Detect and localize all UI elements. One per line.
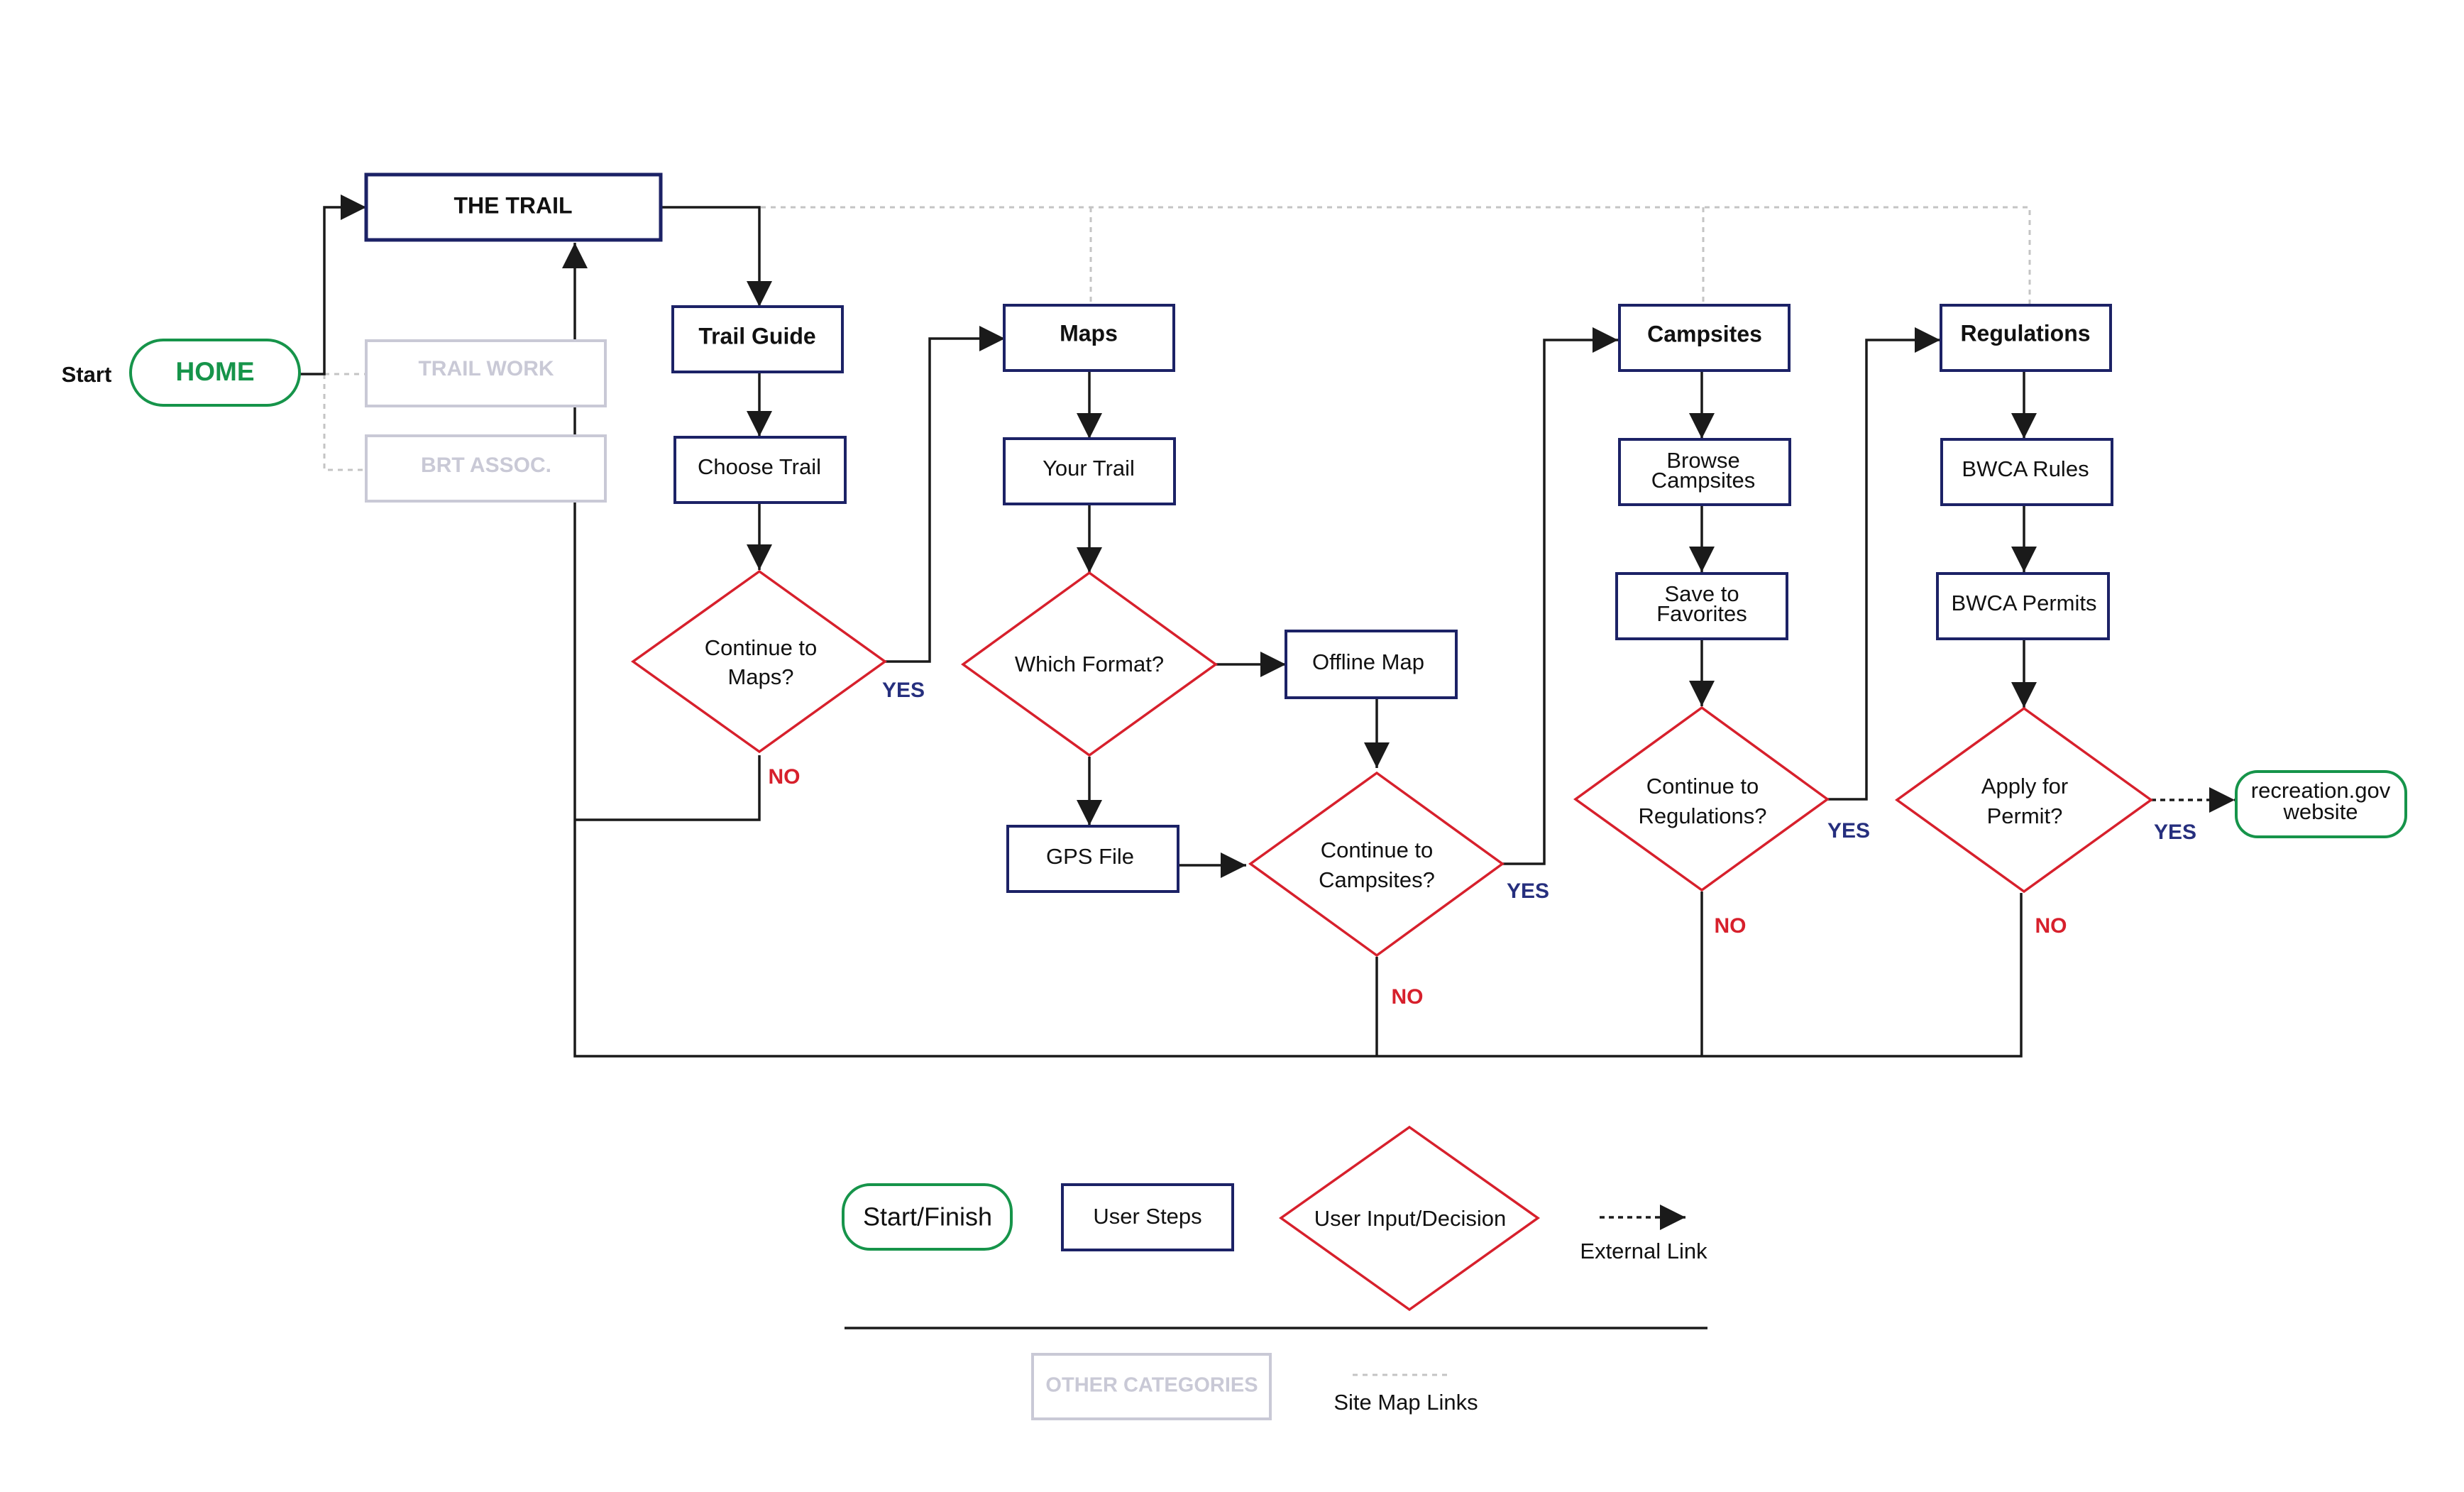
legend: Start/Finish User Steps User Input/Decis…: [842, 1125, 1707, 1420]
regulations-label: Regulations: [1960, 320, 2090, 346]
continue-maps-no: NO: [769, 765, 801, 789]
gps-file-step[interactable]: GPS File: [1006, 825, 1179, 893]
the-trail-label: THE TRAIL: [453, 192, 572, 218]
apply-permit-yes: YES: [2154, 821, 2196, 844]
continue-maps-decision[interactable]: Continue to Maps?: [630, 569, 888, 754]
legend-user-steps-label: User Steps: [1093, 1204, 1201, 1229]
bwca-permits-label: BWCA Permits: [1952, 591, 2097, 615]
brt-assoc-label: BRT ASSOC.: [421, 454, 551, 477]
campsites-label: Campsites: [1647, 321, 1762, 346]
browse-campsites-step[interactable]: Browse Campsites: [1618, 438, 1791, 506]
legend-other-categories: OTHER CATEGORIES: [1031, 1353, 1272, 1420]
brt-assoc-category[interactable]: BRT ASSOC.: [365, 434, 607, 503]
legend-user-steps: User Steps: [1061, 1183, 1234, 1251]
trail-guide-step[interactable]: Trail Guide: [671, 305, 844, 373]
trail-guide-label: Trail Guide: [698, 323, 815, 349]
legend-start-finish: Start/Finish: [842, 1183, 1013, 1251]
continue-maps-yes: YES: [882, 679, 925, 702]
continue-campsites-line1: Continue to: [1321, 838, 1434, 862]
choose-trail-step[interactable]: Choose Trail: [673, 436, 847, 504]
legend-external-link: External Link: [1580, 1205, 1707, 1263]
regulations-step[interactable]: Regulations: [1940, 304, 2112, 372]
which-format-decision[interactable]: Which Format?: [961, 571, 1218, 757]
bwca-permits-step[interactable]: BWCA Permits: [1936, 572, 2110, 640]
maps-label: Maps: [1060, 320, 1118, 346]
continue-regulations-no: NO: [1715, 914, 1747, 938]
continue-maps-line2: Maps?: [727, 664, 793, 689]
trail-work-label: TRAIL WORK: [418, 357, 554, 380]
continue-regulations-line1: Continue to: [1646, 774, 1759, 799]
continue-campsites-line2: Campsites?: [1319, 867, 1435, 892]
save-favorites-step[interactable]: Save to Favorites: [1615, 572, 1788, 640]
recreation-gov-line1: recreation.gov: [2251, 778, 2391, 803]
home-label: HOME: [176, 357, 255, 386]
your-trail-label: Your Trail: [1043, 456, 1135, 481]
legend-decision-label: User Input/Decision: [1314, 1206, 1507, 1231]
apply-permit-line1: Apply for: [1981, 774, 2068, 799]
continue-campsites-yes: YES: [1507, 879, 1549, 903]
recreation-gov-line2: website: [2282, 799, 2358, 824]
legend-site-map-label: Site Map Links: [1333, 1390, 1478, 1415]
bwca-rules-step[interactable]: BWCA Rules: [1940, 438, 2113, 506]
offline-map-step[interactable]: Offline Map: [1285, 630, 1458, 699]
browse-campsites-line2: Campsites: [1651, 468, 1755, 493]
continue-maps-line1: Continue to: [705, 635, 818, 660]
legend-site-map-links: Site Map Links: [1333, 1373, 1478, 1415]
bwca-rules-label: BWCA Rules: [1962, 456, 2089, 481]
offline-map-label: Offline Map: [1312, 649, 1424, 674]
home-terminal[interactable]: HOME: [129, 339, 301, 407]
continue-campsites-no: NO: [1392, 985, 1424, 1009]
the-trail-step[interactable]: THE TRAIL: [364, 172, 663, 242]
legend-other-categories-label: OTHER CATEGORIES: [1045, 1374, 1258, 1397]
gps-file-label: GPS File: [1046, 844, 1134, 869]
save-favorites-line2: Favorites: [1656, 601, 1747, 626]
continue-campsites-decision[interactable]: Continue to Campsites?: [1248, 771, 1505, 958]
maps-step[interactable]: Maps: [1003, 304, 1175, 372]
flow-connectors: [300, 194, 2235, 1058]
legend-external-label: External Link: [1580, 1239, 1707, 1263]
choose-trail-label: Choose Trail: [698, 454, 821, 479]
which-format-label: Which Format?: [1015, 652, 1164, 676]
apply-permit-line2: Permit?: [1987, 803, 2063, 828]
trail-work-category[interactable]: TRAIL WORK: [365, 339, 607, 407]
continue-regulations-yes: YES: [1827, 819, 1870, 843]
browse-campsites-line1: Browse: [1666, 448, 1739, 473]
apply-permit-decision[interactable]: Apply for Permit?: [1895, 706, 2153, 894]
campsites-step[interactable]: Campsites: [1618, 304, 1791, 372]
legend-decision: User Input/Decision: [1278, 1125, 1541, 1312]
your-trail-step[interactable]: Your Trail: [1003, 437, 1176, 505]
continue-regulations-line2: Regulations?: [1639, 803, 1767, 828]
recreation-gov-terminal[interactable]: recreation.gov website: [2235, 770, 2407, 838]
apply-permit-no: NO: [2035, 914, 2067, 938]
start-label: Start: [62, 362, 112, 387]
continue-regulations-decision[interactable]: Continue to Regulations?: [1573, 706, 1830, 892]
legend-start-finish-label: Start/Finish: [863, 1202, 992, 1232]
save-favorites-line1: Save to: [1664, 581, 1739, 606]
